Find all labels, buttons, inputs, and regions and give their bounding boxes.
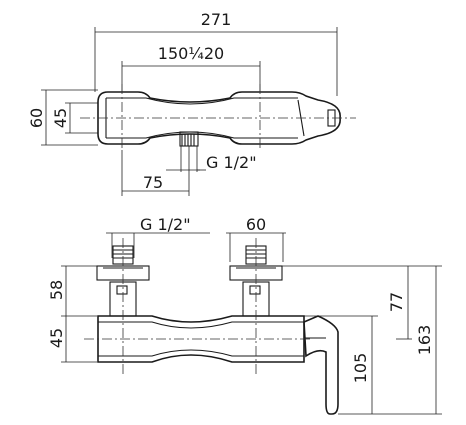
dim-total-height: 163: [415, 325, 434, 356]
dim-overall-width: 271: [201, 10, 232, 29]
dim-body-height: 45: [47, 328, 66, 348]
dim-inlet-height: 58: [47, 280, 66, 300]
dim-body-depth-inner: 45: [51, 108, 70, 128]
front-view: G 1/2" 60: [47, 215, 442, 415]
dim-inlet-spacing: 150¼20: [158, 44, 224, 63]
dim-inlet-flange: 60: [246, 215, 266, 234]
dim-inlet-thread: G 1/2": [140, 215, 191, 234]
dim-lever-height: 77: [387, 292, 406, 312]
dim-body-depth: 60: [27, 108, 46, 128]
top-view: 271 150¼20 60 45: [27, 10, 356, 196]
dim-lever-drop: 105: [351, 353, 370, 384]
mixer-lever: [303, 315, 339, 415]
front-body-outline: [97, 315, 305, 363]
dim-outlet-thread: G 1/2": [206, 153, 257, 172]
dim-outlet-offset: 75: [143, 173, 163, 192]
